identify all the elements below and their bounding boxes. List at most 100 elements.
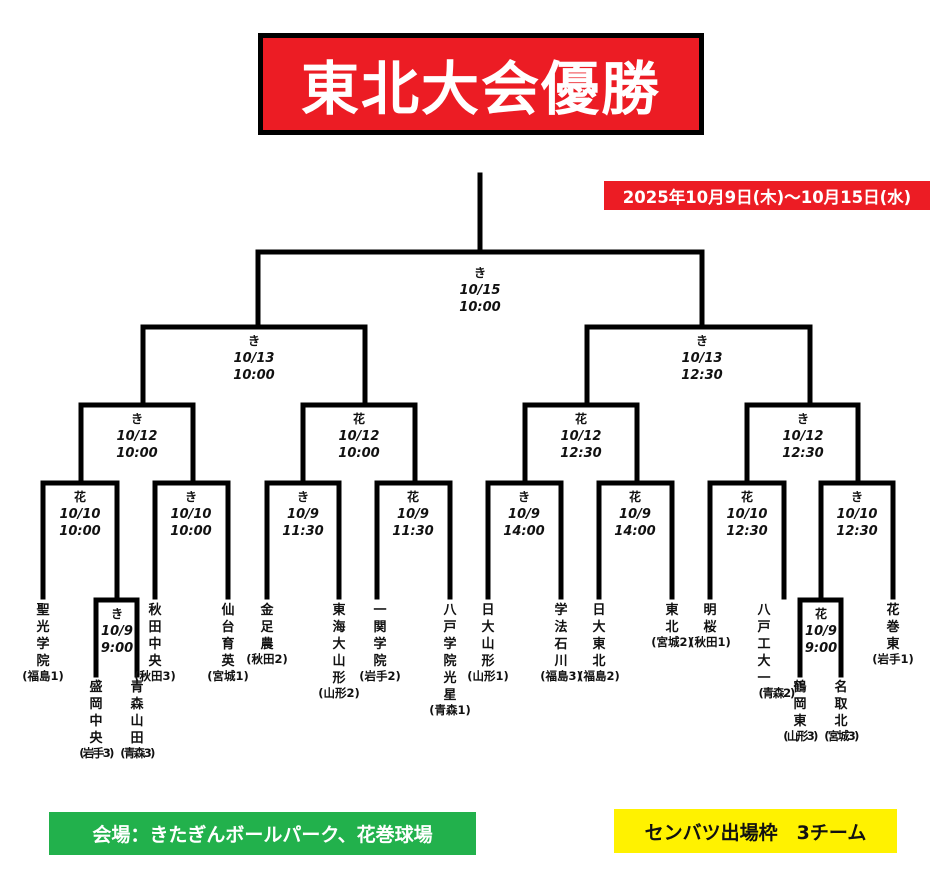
match-venue: き [296, 490, 309, 504]
match-time: 9:00 [100, 641, 134, 656]
bracket-line-r3 [264, 480, 342, 600]
title-banner-inner: 東北大会優勝 [263, 38, 699, 130]
match-r6: 花 10/9 14:00 [590, 489, 680, 540]
match-r8: き 10/10 12:30 [812, 489, 902, 540]
team-entry: 鶴岡東 (山形3) [780, 679, 820, 743]
team-prefecture: (秋田3) [134, 669, 176, 683]
team-name: 学法石川 [554, 603, 568, 669]
team-name: 日大山形 [481, 603, 495, 669]
team-entry: 秋田中央 (秋田3) [125, 602, 185, 683]
team-prefecture: (山形2) [318, 686, 360, 700]
match-r3: き 10/9 11:30 [258, 489, 348, 540]
match-pre-right: 花 10/9 9:00 [776, 606, 866, 657]
team-prefecture: (秋田1) [689, 635, 731, 649]
match-r7: 花 10/10 12:30 [702, 489, 792, 540]
match-time: 14:00 [503, 524, 545, 539]
match-r1: 花 10/10 10:00 [35, 489, 125, 540]
team-name: 東北 [665, 603, 679, 635]
match-time: 10:00 [116, 446, 158, 461]
team-entry: 八戸学院光星 (青森1) [420, 602, 480, 717]
match-time: 11:30 [392, 524, 434, 539]
match-qf4: き 10/12 12:30 [758, 411, 848, 462]
team-entry: 花巻東 (岩手1) [863, 602, 923, 666]
team-prefecture: (福島1) [22, 669, 64, 683]
match-venue: き [184, 490, 197, 504]
match-venue: 花 [352, 412, 365, 426]
team-name: 明桜 [703, 603, 717, 635]
match-time: 14:00 [614, 524, 656, 539]
team-name: 聖光学院 [36, 603, 50, 669]
team-prefecture: (青森3) [120, 746, 155, 760]
match-date: 10/12 [782, 429, 824, 444]
match-r5: き 10/9 14:00 [479, 489, 569, 540]
team-entry: 八戸工大一 (青森2) [734, 602, 795, 700]
team-entry: 東海大山形 (山形2) [309, 602, 369, 700]
match-venue: き [517, 490, 530, 504]
bracket-line-pre-right [797, 597, 844, 678]
match-time: 11:30 [282, 524, 324, 539]
team-prefecture: (秋田2) [246, 652, 288, 666]
bracket-line-final [255, 249, 705, 330]
team-prefecture: (岩手3) [79, 746, 114, 760]
team-entry: 青森山田 (青森3) [117, 679, 157, 760]
match-qf3: 花 10/12 12:30 [536, 411, 626, 462]
bracket-line-qf1 [78, 402, 196, 486]
team-name: 一関学院 [373, 603, 387, 669]
match-venue: き [695, 334, 708, 348]
bracket-line-r2 [152, 480, 231, 600]
bracket-line-r4 [374, 480, 453, 600]
match-date: 10/9 [805, 624, 837, 639]
team-prefecture: (宮城3) [824, 729, 859, 743]
bracket-line-r5 [485, 480, 564, 600]
match-time: 9:00 [804, 641, 838, 656]
bracket-line-pre-left [93, 597, 140, 678]
match-venue: き [796, 412, 809, 426]
team-name: 日大東北 [592, 603, 606, 669]
team-entry: 日大山形 (山形1) [458, 602, 518, 683]
team-name: 青森山田 [130, 680, 144, 746]
team-name: 花巻東 [886, 603, 900, 652]
team-prefecture: (山形3) [783, 729, 818, 743]
team-prefecture: (岩手1) [872, 652, 914, 666]
match-r4: 花 10/9 11:30 [368, 489, 458, 540]
match-time: 10:00 [233, 368, 275, 383]
team-prefecture: (福島2) [578, 669, 620, 683]
team-entry: 一関学院 (岩手2) [350, 602, 410, 683]
team-entry: 学法石川 (福島3) [531, 602, 591, 683]
team-prefecture: (岩手2) [359, 669, 401, 683]
match-date: 10/9 [101, 624, 133, 639]
match-venue: き [110, 607, 123, 621]
bracket-line-r6 [596, 480, 675, 600]
match-date: 10/9 [619, 507, 651, 522]
match-qf1: き 10/12 10:00 [92, 411, 182, 462]
match-final: き 10/15 10:00 [435, 265, 525, 316]
team-entry: 仙台育英 (宮城1) [198, 602, 258, 683]
match-venue: 花 [73, 490, 86, 504]
team-prefecture: (福島3) [540, 669, 582, 683]
team-name: 八戸工大一 [757, 603, 771, 686]
team-entry: 名取北 (宮城3) [821, 679, 861, 743]
match-venue: き [850, 490, 863, 504]
bracket-line-r7 [707, 480, 787, 600]
match-venue: 花 [628, 490, 641, 504]
team-name: 秋田中央 [148, 603, 162, 669]
senbatsu-quota-label: センバツ出場枠 3チーム [614, 809, 897, 853]
team-name: 名取北 [834, 680, 848, 729]
match-date: 10/12 [338, 429, 380, 444]
team-entry: 金足農 (秋田2) [237, 602, 297, 666]
match-venue: 花 [574, 412, 587, 426]
team-entry: 明桜 (秋田1) [680, 602, 740, 649]
team-entry: 日大東北 (福島2) [569, 602, 629, 683]
match-venue: 花 [740, 490, 753, 504]
bracket-line-qf4 [744, 402, 861, 486]
venue-label: 会場：きたぎんボールパーク、花巻球場 [49, 812, 476, 855]
match-date: 10/10 [59, 507, 101, 522]
match-date: 10/10 [170, 507, 212, 522]
team-name: 鶴岡東 [793, 680, 807, 729]
match-time: 10:00 [170, 524, 212, 539]
team-entry: 聖光学院 (福島1) [13, 602, 73, 683]
page-title: 東北大会優勝 [300, 55, 661, 123]
match-venue: き [130, 412, 143, 426]
match-date: 10/15 [459, 283, 501, 298]
